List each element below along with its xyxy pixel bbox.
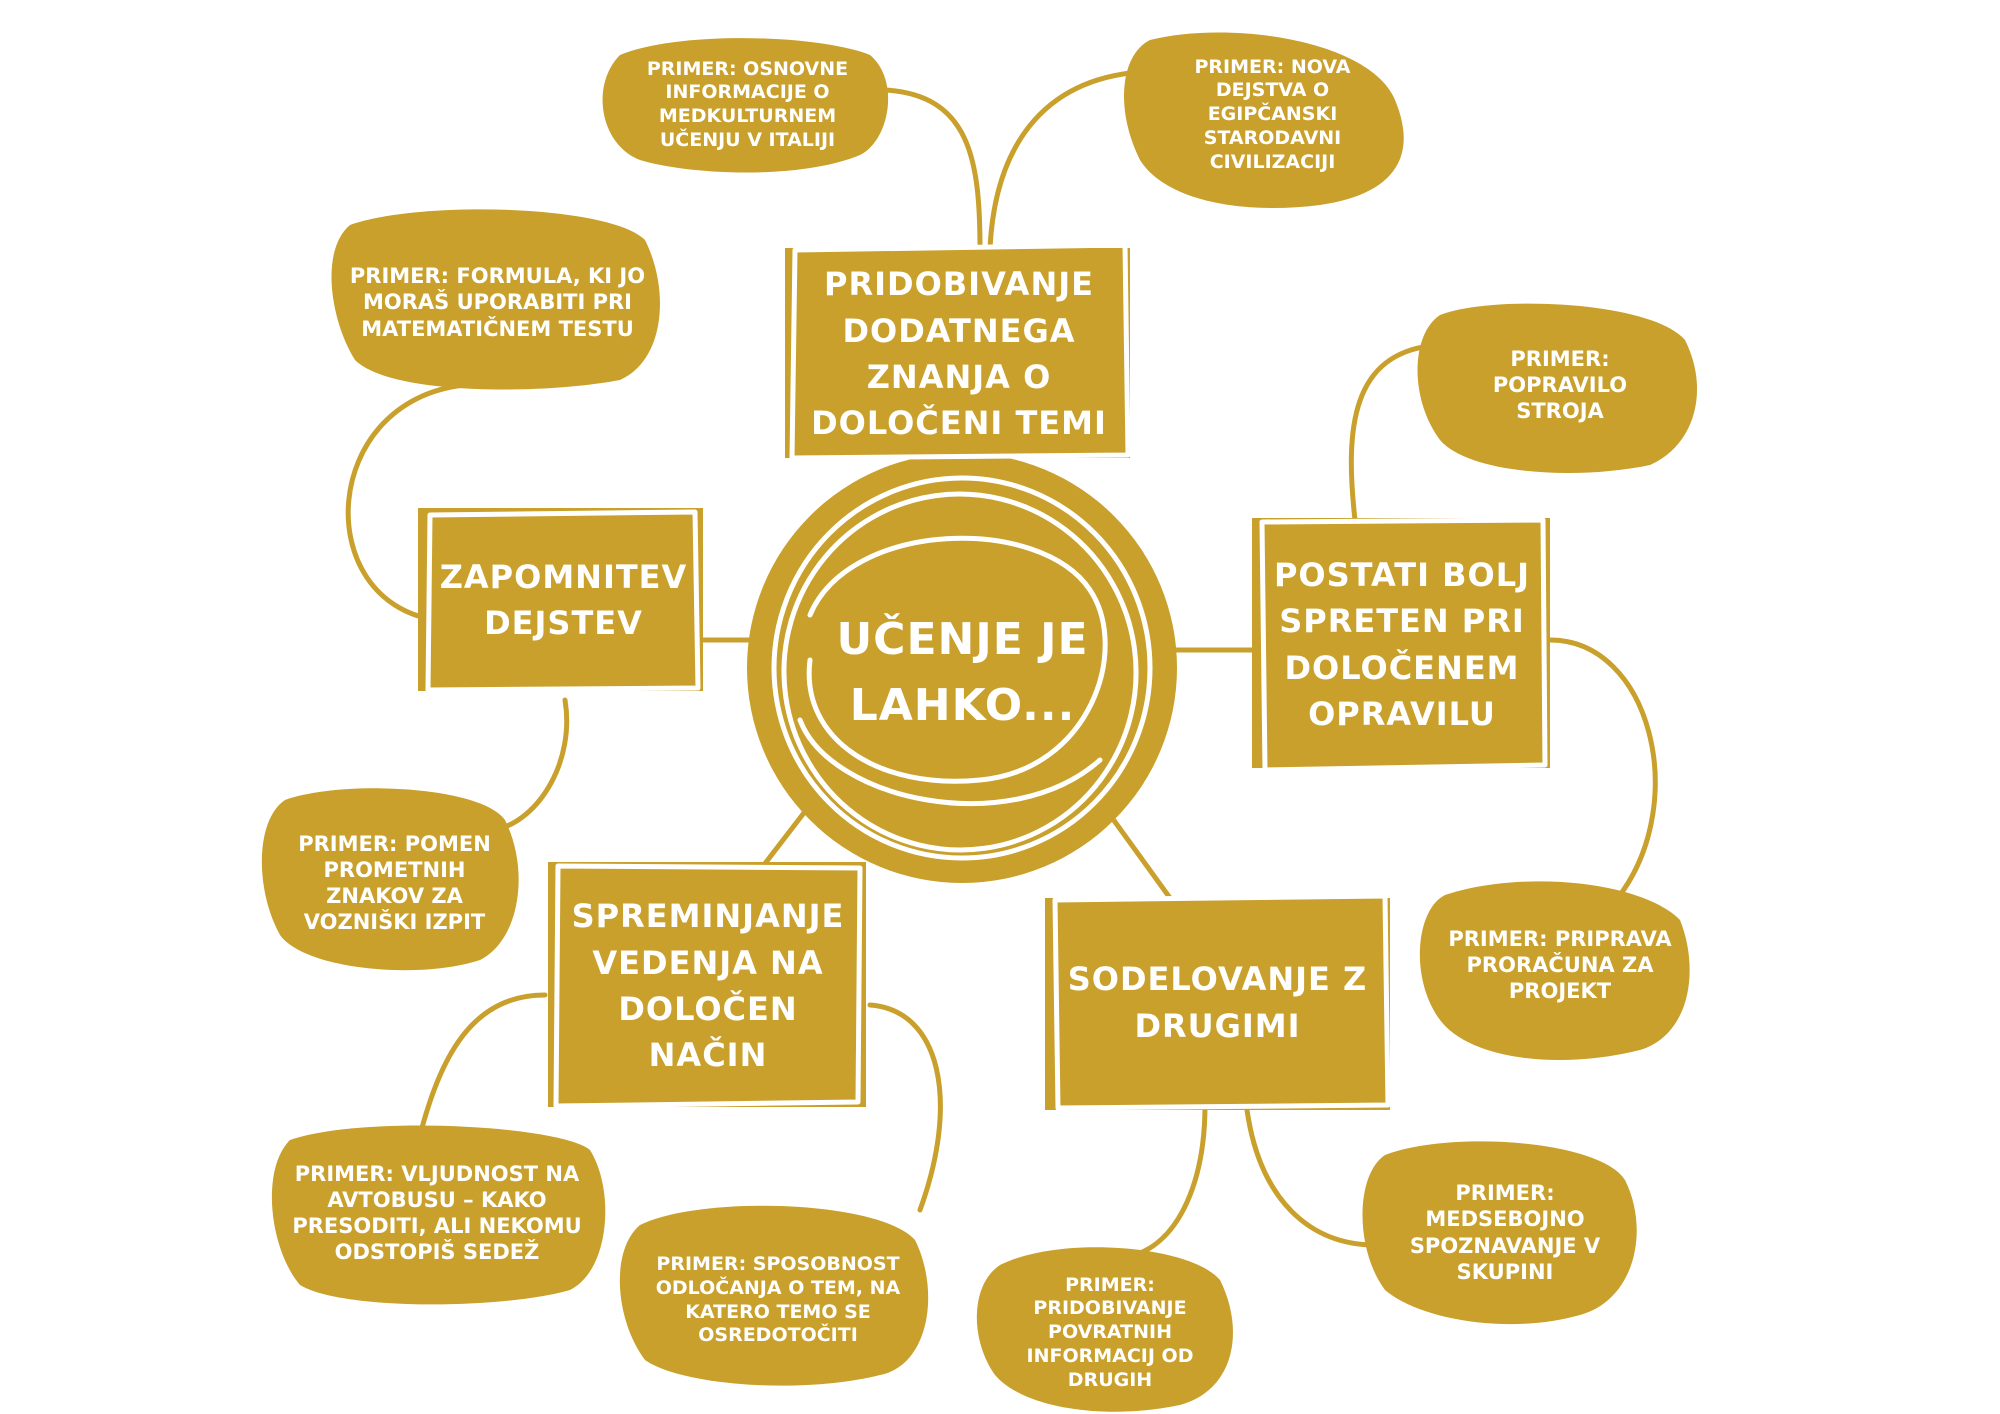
example-left-bottom: PRIMER: POMEN PROMETNIH ZNAKOV ZA VOZNIŠ… [298, 831, 491, 935]
topic-box-top [785, 242, 1131, 461]
topic-top-label: PRIDOBIVANJE DODATNEGA ZNANJA O DOLOČENI… [811, 265, 1107, 443]
example-top-right: PRIMER: NOVA DEJSTVA O EGIPČANSKI STAROD… [1194, 55, 1351, 173]
connector-lines [345, 69, 1658, 1258]
topic-box-left [418, 508, 703, 693]
link-bottom-left-b [867, 1002, 943, 1213]
topic-box-bottom-left [548, 862, 866, 1109]
example-right-bottom: PRIMER: PRIPRAVA PRORAČUNA ZA PROJEKT [1448, 926, 1672, 1004]
topic-box-right [1252, 517, 1550, 773]
link-right-top [1348, 342, 1443, 523]
blob-bottom-right-b [1362, 1141, 1637, 1325]
spoke-bottom-right [1107, 812, 1173, 901]
link-top-right [987, 69, 1143, 251]
example-bottom-left-a: PRIMER: VLJUDNOST NA AVTOBUSU – KAKO PRE… [292, 1161, 582, 1265]
topic-bottom-left-label: SPREMINJANJE VEDENJA NA DOLOČEN NAČIN [571, 897, 845, 1075]
blob-top-right [1123, 32, 1404, 208]
center-node [747, 453, 1177, 883]
spoke-bottom-left [757, 802, 813, 873]
example-right-top: PRIMER: POPRAVILO STROJA [1492, 346, 1628, 424]
example-bottom-right-b: PRIMER: MEDSEBOJNO SPOZNAVANJE V SKUPINI [1409, 1181, 1601, 1284]
blob-left-bottom [261, 788, 519, 971]
center-label: UČENJE JE LAHKO... [836, 613, 1089, 731]
example-bottom-left-b: PRIMER: SPOSOBNOST ODLOČANJA O TEM, NA K… [655, 1253, 901, 1347]
example-blobs [261, 32, 1698, 1412]
topic-box-bottom-right [1045, 893, 1391, 1111]
link-top-left [882, 87, 983, 253]
blob-top-left [602, 38, 889, 173]
topic-boxes [418, 242, 1550, 1111]
blob-bottom-right-a [976, 1247, 1233, 1412]
blob-bottom-left-b [619, 1205, 929, 1386]
topic-bottom-right-label: SODELOVANJE Z DRUGIMI [1067, 960, 1368, 1045]
link-right-bottom [1547, 637, 1658, 898]
link-bottom-left-a [417, 992, 548, 1138]
link-left-top [345, 382, 468, 623]
link-bottom-right-a [1132, 1102, 1208, 1258]
example-left-top: PRIMER: FORMULA, KI JO MORAŠ UPORABITI P… [349, 264, 646, 341]
blob-bottom-left-a [271, 1125, 606, 1305]
blob-right-top [1417, 303, 1698, 473]
example-bottom-right-a: PRIMER: PRIDOBIVANJE POVRATNIH INFORMACI… [1026, 1273, 1194, 1391]
example-top-left: PRIMER: OSNOVNE INFORMACIJE O MEDKULTURN… [646, 57, 849, 151]
topic-left-label: ZAPOMNITEV DEJSTEV [439, 557, 688, 642]
blob-right-bottom [1419, 881, 1690, 1060]
topic-right-label: POSTATI BOLJ SPRETEN PRI DOLOČENEM OPRAV… [1273, 555, 1531, 733]
link-left-bottom [492, 697, 570, 833]
link-bottom-right-b [1244, 1107, 1378, 1248]
blob-left-top [331, 209, 660, 390]
